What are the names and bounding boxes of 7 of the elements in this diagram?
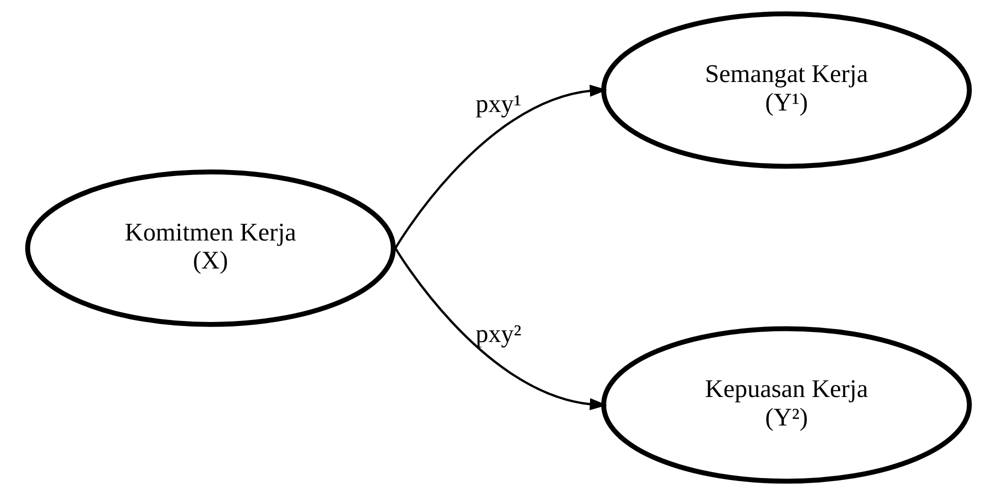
arrow [394, 248, 607, 410]
node-ellipse: Komitmen Kerja (X) [24, 170, 396, 327]
edge-label: pxy¹ [475, 90, 521, 118]
edge-label: pxy² [475, 320, 521, 348]
node-ellipse: Semangat Kerja (Y¹) [600, 11, 972, 169]
arrow [394, 84, 607, 249]
node-ellipse: Kepuasan Kerja (Y²) [600, 326, 972, 484]
